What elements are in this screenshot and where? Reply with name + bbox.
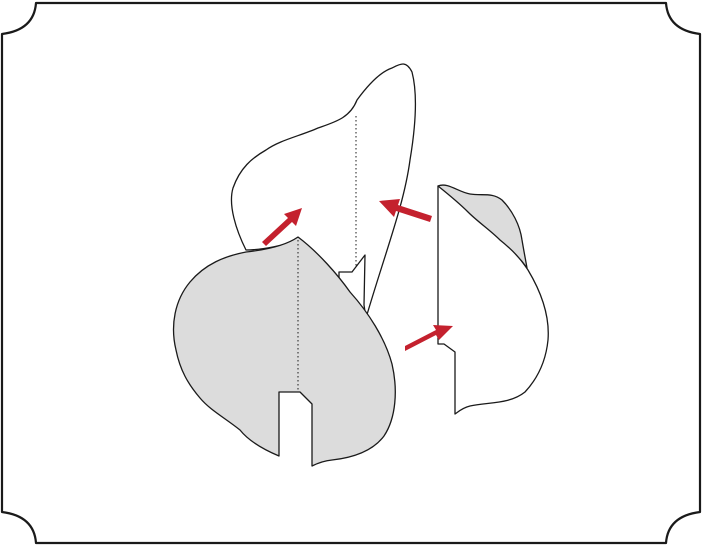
decorative-frame bbox=[2, 3, 700, 543]
